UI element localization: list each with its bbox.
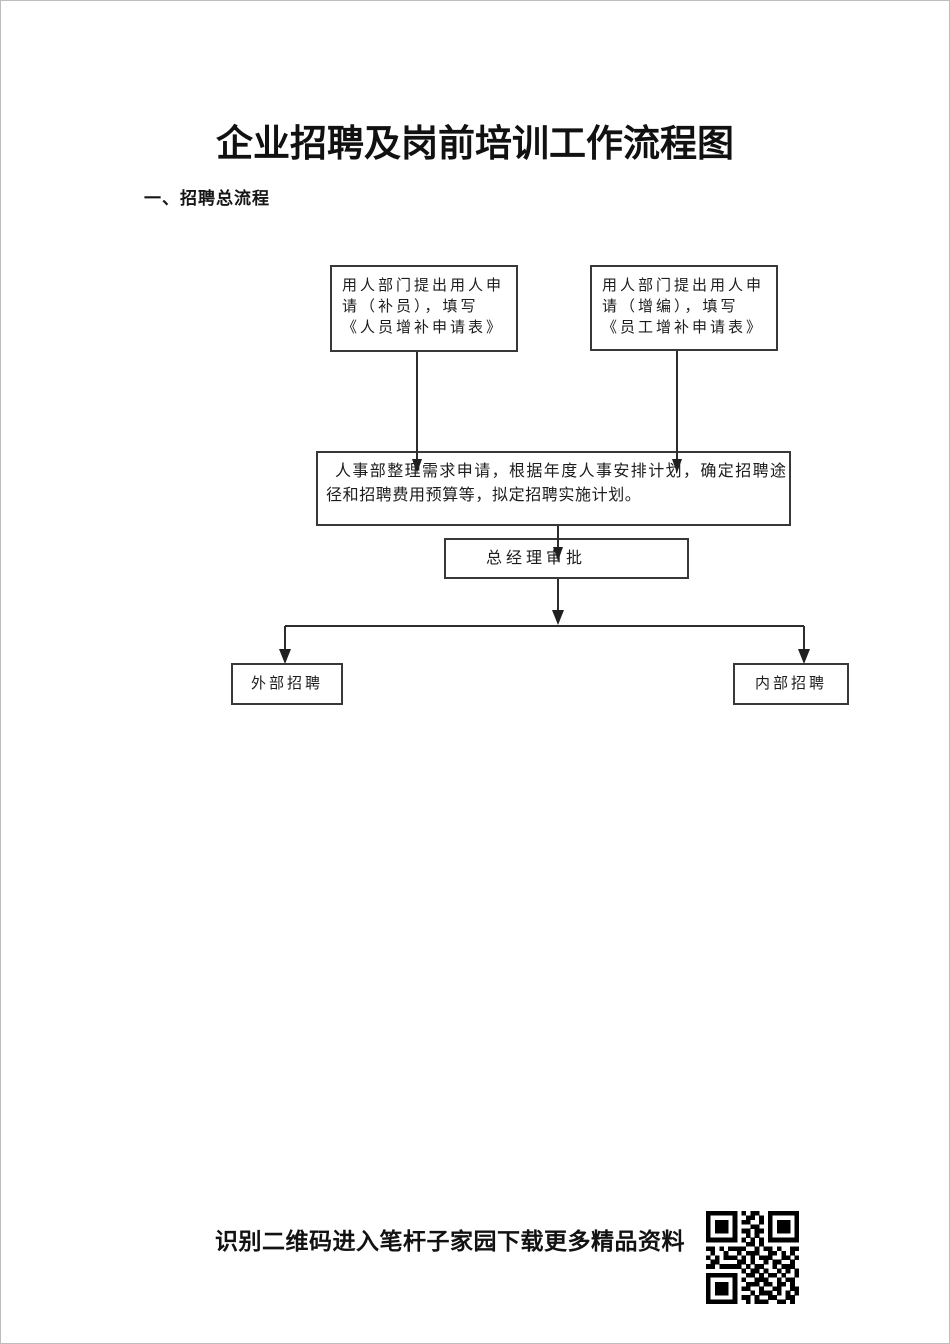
flow-node-text-line: 《员工增补申请表》 [602,320,765,336]
flow-node-text-line: 径和招聘费用预算等，拟定招聘实施计划。 [326,487,642,504]
flow-node-text-line: 请（补员），填写 [342,299,479,315]
arrowhead-icon [798,649,810,664]
flow-node-text-line: 用人部门提出用人申 [602,278,765,294]
flow-node-label: 外部招聘 [250,675,323,692]
flow-node-text-line: 请（增编），填写 [602,299,739,315]
arrowhead-icon [552,610,564,625]
flow-node-internal-recruitment: 内部招聘 [733,663,849,705]
flow-node-label: 内部招聘 [754,675,827,692]
flow-node-label: 总经理审批 [486,550,587,567]
flow-node-text-line: 《人员增补申请表》 [342,320,505,336]
flow-node-text-line: 人事部整理需求申请，根据年度人事安排计划，确定招聘途 [335,463,788,480]
flow-node-request-supplement: 用人部门提出用人申 请（补员），填写 《人员增补申请表》 [330,265,518,352]
footer-text: 识别二维码进入笔杆子家园下载更多精品资料 [215,1228,685,1254]
flow-node-request-expansion: 用人部门提出用人申 请（增编），填写 《员工增补申请表》 [590,265,778,351]
qr-code-icon [706,1211,800,1305]
page-title: 企业招聘及岗前培训工作流程图 [216,124,734,165]
flow-node-gm-approval: 总经理审批 [444,538,689,579]
section-heading: 一、招聘总流程 [144,189,270,208]
arrowhead-icon [279,649,291,664]
flow-node-external-recruitment: 外部招聘 [231,663,343,705]
flow-node-text-line: 用人部门提出用人申 [342,278,505,294]
flow-node-hr-plan: 人事部整理需求申请，根据年度人事安排计划，确定招聘途 径和招聘费用预算等，拟定招… [316,451,791,526]
